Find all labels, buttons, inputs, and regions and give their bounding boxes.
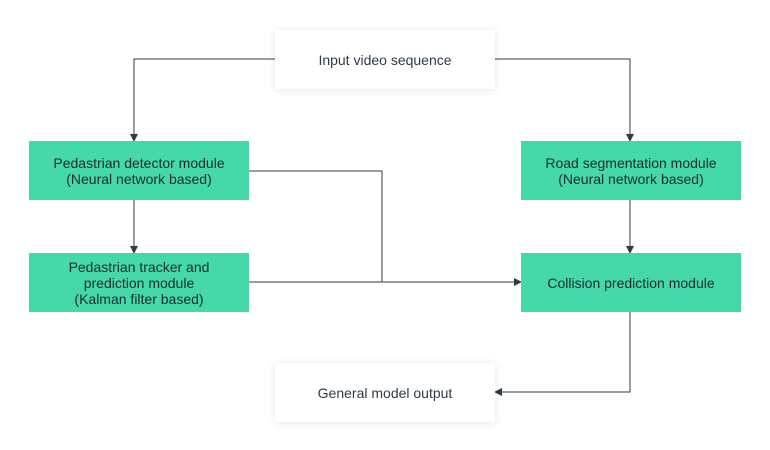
edge-input-to-road-segmentation	[495, 58, 634, 142]
general-model-output-node: General model output	[275, 363, 495, 422]
node-sublabel: (Kalman filter based)	[74, 290, 204, 307]
pedestrian-detector-module-node: Pedastrian detector module (Neural netwo…	[29, 141, 249, 200]
node-label: prediction module	[83, 274, 195, 291]
node-sublabel: (Neural network based)	[66, 170, 212, 187]
node-label: Road segmentation module	[545, 154, 717, 171]
node-label: Input video sequence	[318, 51, 452, 68]
edge-pedestrian-detector-to-collision	[249, 170, 383, 282]
edge-input-to-pedestrian-detector	[130, 58, 275, 142]
node-sublabel: (Neural network based)	[558, 170, 704, 187]
pedestrian-tracker-module-node: Pedastrian tracker and prediction module…	[29, 253, 249, 312]
input-video-sequence-node: Input video sequence	[275, 30, 495, 89]
node-label: General model output	[317, 384, 453, 401]
node-label: Collision prediction module	[547, 274, 715, 291]
edge-collision-to-output	[494, 312, 631, 396]
node-label: Pedastrian detector module	[53, 154, 225, 171]
node-label: Pedastrian tracker and	[68, 258, 210, 275]
road-segmentation-module-node: Road segmentation module (Neural network…	[521, 141, 741, 200]
collision-prediction-module-node: Collision prediction module	[521, 253, 741, 312]
